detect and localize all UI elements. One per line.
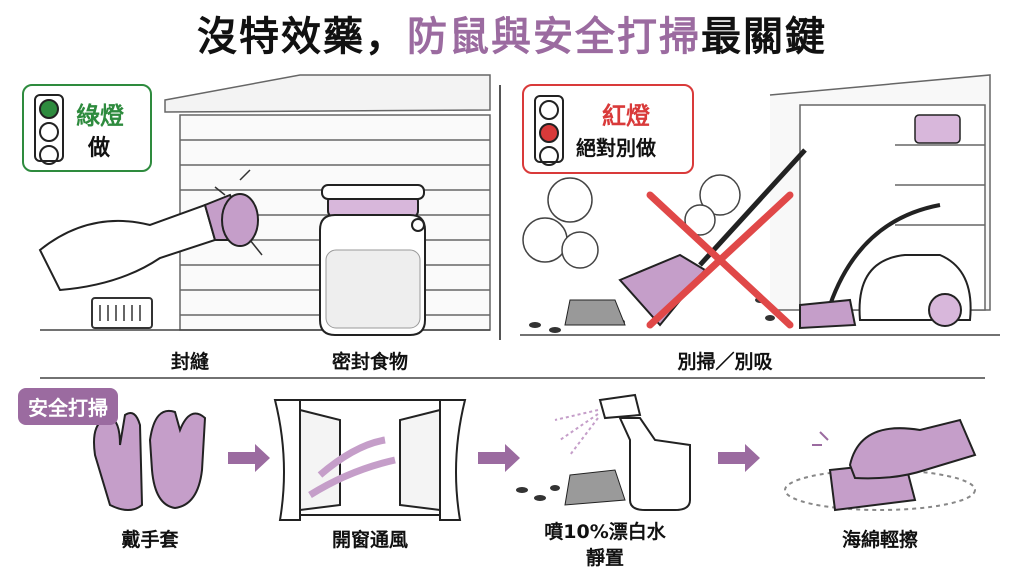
dust-cloud [522,174,741,269]
title-part-3: 最關鍵 [701,14,827,60]
droppings-bottom [516,485,560,501]
hand-sealing-crack-icon [38,169,263,292]
red-x-icon [646,191,794,329]
red-light-lamp [539,123,559,143]
arrow-icons [228,444,760,472]
traffic-light-icon [534,95,564,166]
lamp-off [39,122,59,142]
step-caption-sponge: 海綿輕擦 [841,529,918,551]
open-window-icon [273,399,467,521]
nest-debris [564,299,626,326]
red-light-label: 紅燈 [602,102,650,130]
green-light-label: 綠燈 [76,102,124,130]
green-light-box: 綠燈 做 [22,84,152,172]
red-light-sublabel: 絕對別做 [576,136,656,160]
caption-seal-food: 密封食物 [331,351,408,373]
sponge-hand-icon [784,418,977,512]
lamp-off [39,145,59,165]
spray-bottle-icon [554,393,691,511]
green-light-sublabel: 做 [88,136,111,161]
lamp-off [539,100,559,120]
title-part-2: 防鼠與安全打掃 [407,14,701,60]
vent-grille [91,297,153,329]
vacuum-cleaner-icon [799,203,972,330]
lamp-off [539,146,559,166]
caption-dont-sweep: 別掃／別吸 [677,351,773,373]
step-caption-ventilate: 開窗通風 [331,529,408,551]
step-caption-spray: 噴10%漂白水 [544,521,666,543]
nest-debris-bottom [564,469,626,506]
safe-cleaning-badge: 安全打掃 [18,388,118,425]
caption-seal-gaps: 封縫 [170,351,209,373]
red-light-box: 紅燈 絕對別做 [522,84,694,174]
page-title: 沒特效藥，防鼠與安全打掃最關鍵 [0,4,1024,62]
step-caption-gloves: 戴手套 [121,529,179,551]
sealed-jar-icon [319,184,426,336]
gloves-icon [93,409,207,511]
green-light-lamp [39,99,59,119]
step-caption-wait: 靜置 [585,547,624,569]
title-part-1: 沒特效藥， [197,14,407,60]
traffic-light-icon [34,94,64,165]
